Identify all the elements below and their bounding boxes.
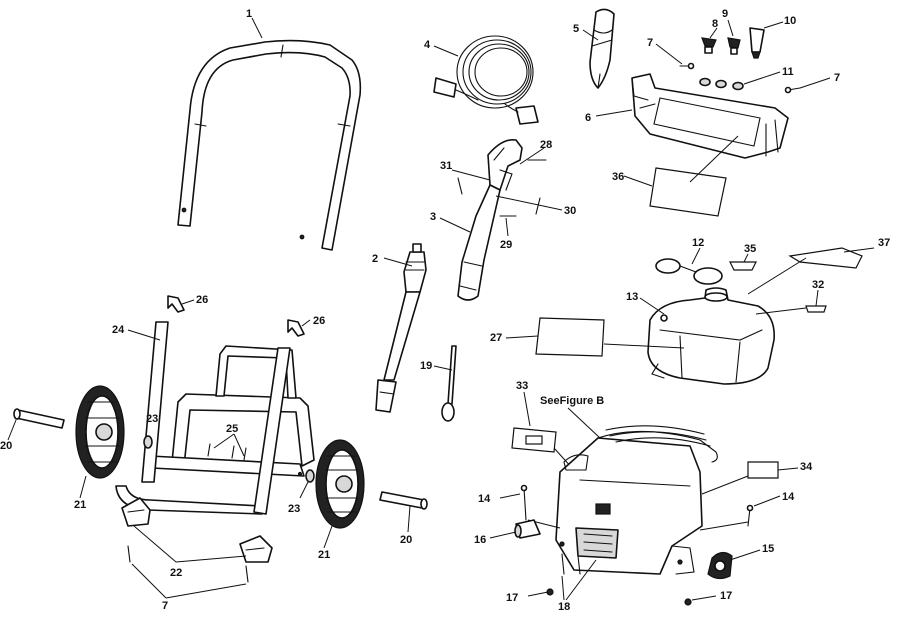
callout-20-right: 20 [400, 534, 412, 546]
callout-31: 31 [440, 160, 452, 172]
callout-21-left: 21 [74, 499, 86, 511]
callout-32: 32 [812, 279, 824, 291]
strap-part [589, 8, 615, 89]
callout-7-bottom: 7 [162, 600, 168, 612]
label-36-part [649, 167, 727, 217]
callout-33: 33 [516, 380, 528, 392]
callout-2: 2 [372, 253, 378, 265]
callout-19: 19 [420, 360, 432, 372]
callout-24: 24 [112, 324, 125, 336]
fitting-16-part [514, 519, 541, 539]
spray-gun-part [457, 138, 523, 301]
label-33-part [511, 427, 557, 453]
grommet-11-part [699, 77, 744, 91]
see-figure-b-label: SeeFigure B [540, 395, 604, 407]
washer-23-left-part [143, 435, 153, 449]
wheel-21-left-part [75, 385, 125, 479]
nut-17-right-part [684, 598, 692, 606]
callout-13: 13 [626, 291, 638, 303]
callout-15: 15 [762, 543, 774, 555]
callout-7-upper: 7 [647, 37, 653, 49]
screw-7-right-part [784, 86, 801, 94]
callout-17-right: 17 [720, 590, 732, 602]
handle-part [177, 39, 362, 251]
wand-part [375, 243, 427, 413]
callout-6: 6 [585, 112, 591, 124]
callout-16: 16 [474, 534, 486, 546]
callout-4: 4 [424, 39, 431, 51]
nozzle-10-part [749, 27, 765, 59]
nozzle-9-part [727, 37, 741, 55]
clip-26-right-part [287, 319, 305, 337]
hose-part [433, 35, 539, 125]
screw-7-upper-part [679, 62, 695, 70]
callout-23-right: 23 [288, 503, 300, 515]
foot-22-left-part [121, 497, 151, 527]
tank-part [647, 287, 775, 385]
pin-30-part [535, 197, 541, 215]
callout-17-left: 17 [506, 592, 518, 604]
screw-18-part [561, 553, 581, 575]
callout-21-right: 21 [318, 549, 330, 561]
label-35-part [729, 261, 757, 271]
engine-body-part [555, 425, 718, 575]
callout-23-left: 23 [146, 413, 158, 425]
callout-28: 28 [540, 139, 552, 151]
callout-11: 11 [782, 66, 794, 78]
callout-27: 27 [490, 332, 502, 344]
label-27-part [535, 317, 605, 357]
callout-12: 12 [692, 237, 704, 249]
callout-10: 10 [784, 15, 796, 27]
callout-1: 1 [246, 8, 252, 20]
callout-18: 18 [558, 601, 570, 613]
callout-29: 29 [500, 239, 512, 251]
callout-5: 5 [573, 23, 579, 35]
callout-30: 30 [564, 205, 576, 217]
callout-26-left: 26 [196, 294, 208, 306]
callout-20-left: 20 [0, 440, 12, 452]
nozzle-8-part [701, 37, 717, 54]
label-34-part [747, 461, 779, 479]
callout-35: 35 [744, 243, 756, 255]
callout-25: 25 [226, 423, 238, 435]
axle-20-left-part [13, 408, 65, 429]
callout-8: 8 [712, 18, 718, 30]
screw-7-bottom-part [127, 545, 249, 583]
label-37-part [788, 247, 863, 269]
pin-31-part [457, 177, 463, 195]
callout-3: 3 [430, 211, 436, 223]
label-32-part [805, 305, 827, 313]
callout-34: 34 [800, 461, 813, 473]
bolt-14-left-part [520, 484, 528, 521]
callout-14-right: 14 [782, 491, 795, 503]
cap-12-part [655, 258, 723, 285]
wheel-21-right-part [315, 439, 365, 529]
callout-9: 9 [722, 8, 728, 20]
clip-26-left-part [167, 295, 185, 313]
callout-14-left: 14 [478, 493, 491, 505]
washer-23-right-part [305, 469, 315, 483]
callout-37: 37 [878, 237, 890, 249]
callout-7-right: 7 [834, 72, 840, 84]
fitting-15-part [707, 551, 733, 580]
foot-22-right-part [239, 535, 273, 563]
callout-22: 22 [170, 567, 182, 579]
axle-20-right-part [379, 491, 428, 510]
callout-36: 36 [612, 171, 624, 183]
callout-26-right: 26 [313, 315, 325, 327]
bolt-14-right-part [746, 504, 754, 527]
nozzle-holder-part [631, 73, 789, 159]
cable-tie-19-part [441, 345, 457, 422]
